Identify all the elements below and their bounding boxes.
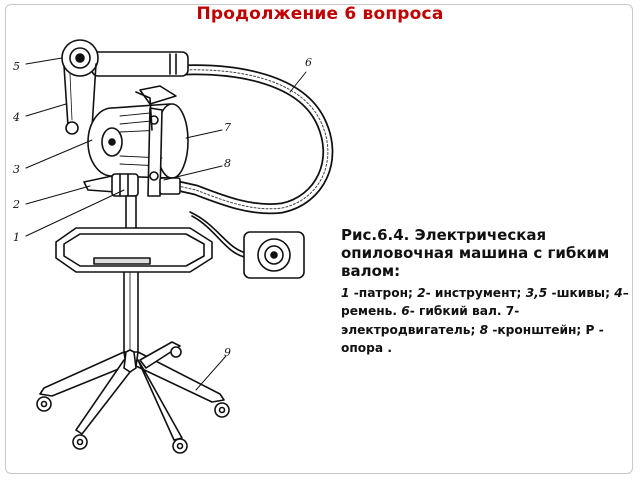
flexible-shaft xyxy=(172,64,334,215)
label-3: 3 xyxy=(13,163,20,176)
base xyxy=(39,341,225,441)
legend-text-4: – ремень. xyxy=(341,286,629,319)
label-2: 2 xyxy=(12,198,20,211)
legend-text-3: -шкивы; xyxy=(547,286,615,300)
legend-text-6: - гибкий вал. 7-электродвигатель; xyxy=(341,304,520,337)
chuck-and-tool xyxy=(83,173,181,197)
leader-lines xyxy=(25,57,307,391)
bracket xyxy=(135,91,163,197)
figure-labels: 5 4 3 2 1 6 7 8 9 xyxy=(12,56,312,359)
pulley-top xyxy=(61,39,99,77)
legend-key-2: 2 xyxy=(417,286,426,300)
slide-title: Продолжение 6 вопроса xyxy=(196,4,444,24)
label-8: 8 xyxy=(224,157,231,170)
legend-text-2: - инструмент; xyxy=(425,286,526,300)
label-1: 1 xyxy=(13,231,20,244)
label-9: 9 xyxy=(224,346,231,359)
belt xyxy=(63,63,97,135)
legend-text-1: -патрон; xyxy=(349,286,418,300)
upper-arm xyxy=(91,51,189,105)
caption-title: Рис.6.4. Электрическая опиловочная машин… xyxy=(341,226,610,280)
label-4: 4 xyxy=(12,111,20,124)
legend-key-4: 4 xyxy=(614,286,623,300)
figure-caption: Рис.6.4. Электрическая опиловочная машин… xyxy=(341,226,631,357)
legend-key-8: 8 xyxy=(479,322,489,337)
legend-key-1: 1 xyxy=(341,286,350,300)
label-5: 5 xyxy=(13,60,20,73)
casters xyxy=(36,346,230,454)
tray xyxy=(55,227,213,273)
legend-key-3: 3,5 xyxy=(525,286,548,300)
socket xyxy=(243,231,305,279)
stand-column xyxy=(121,195,141,353)
legend-text-8: -кронштейн; Р - опора . xyxy=(341,322,604,355)
electric-motor xyxy=(87,103,189,179)
legend-key-6: 6 xyxy=(401,304,410,319)
label-6: 6 xyxy=(305,56,312,69)
label-7: 7 xyxy=(224,121,231,134)
machine-diagram: 5 4 3 2 1 6 7 8 9 xyxy=(12,39,334,454)
caption-legend: 1 -патрон; 2- инструмент; 3,5 -шкивы; 4–… xyxy=(341,284,631,357)
